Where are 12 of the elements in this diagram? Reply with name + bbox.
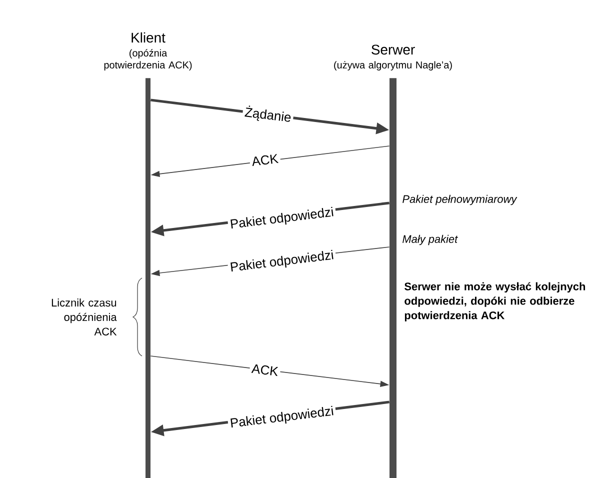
edge-label: Pakiet odpowiedzi bbox=[227, 204, 337, 234]
edge-label: ACK bbox=[249, 152, 281, 168]
note-text: Serwer nie może wysłać kolejnych odpowiedzi, dopóki nie odbierze potwierdzenia ACK bbox=[404, 282, 586, 322]
edge-label: Pakiet odpowiedzi bbox=[227, 248, 337, 276]
node-label: Klient bbox=[132, 32, 166, 43]
edge-label: Pakiet odpowiedzi bbox=[227, 404, 337, 432]
edge-label: Żądanie bbox=[242, 103, 294, 127]
node-label: (używa algorytmu Nagle’a) bbox=[334, 61, 452, 70]
timer-label: Licznik czasu opóźnienia ACK bbox=[52, 298, 117, 336]
edge-label: ACK bbox=[249, 362, 281, 378]
node-label: (opóźnia potwierdzenia ACK) bbox=[104, 49, 192, 70]
node-label: Serwer bbox=[372, 44, 415, 55]
